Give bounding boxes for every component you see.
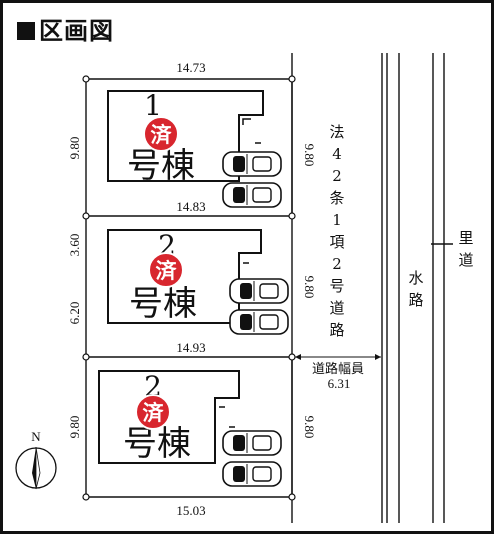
road-label: 法 4 2 条 1 項 2 号道路	[329, 123, 344, 339]
lot-3-bottom-width: 15.03	[176, 503, 205, 518]
lot-3-sold-stamp-icon	[135, 394, 171, 430]
dimensions: 14.73 14.83 14.93 15.03 9.80 3.60 6.20 9…	[67, 60, 317, 518]
lot-1-label: 1 号棟 済	[127, 89, 195, 186]
lot-1-road-depth: 9.80	[302, 144, 317, 167]
title-square-icon	[17, 22, 35, 40]
lot-2-depth-top: 3.60	[67, 234, 82, 257]
lot-3-top-width: 14.93	[176, 340, 205, 355]
lot-2-depth-bottom: 6.20	[67, 302, 82, 325]
road-label-char: 道	[329, 299, 344, 317]
road-label-char: 号	[329, 277, 344, 295]
lot-3-label: 2 号棟 済	[123, 370, 191, 464]
road-label-char: 4	[332, 145, 342, 163]
lot-1-number: 1	[144, 89, 162, 122]
boundary-points	[82, 75, 296, 501]
road-label-char: 条	[329, 189, 344, 207]
lot-3-road-depth: 9.80	[302, 416, 317, 439]
lot-2-label: 2 号棟 済	[129, 229, 197, 324]
road-label-char: 2	[332, 255, 342, 273]
road-width-value: 6.31	[328, 376, 351, 391]
lot-3-suffix: 号棟	[123, 424, 191, 464]
lot-1-suffix: 号棟	[127, 146, 195, 186]
parking-cars	[222, 151, 289, 487]
road-width-arrow-left-icon	[295, 354, 301, 360]
road-label-char: 2	[332, 167, 342, 185]
compass-label: N	[31, 429, 41, 444]
lot-1-top-width: 14.73	[176, 60, 205, 75]
plan-title: 区画図	[17, 11, 114, 46]
waterway-label: 水路	[408, 269, 423, 309]
road-label-char: 1	[332, 211, 342, 229]
lot-1-sold-stamp-icon	[143, 116, 179, 152]
road-width-arrow-right-icon	[375, 354, 381, 360]
lot-2-suffix: 号棟	[129, 284, 197, 324]
lot-2-top-width: 14.83	[176, 199, 205, 214]
road-label-char: 項	[329, 233, 344, 251]
village-road-label-char: 里	[458, 229, 473, 247]
lot-3-stamp-text: 済	[143, 401, 165, 425]
site-plan-drawing: 1 号棟 済 2 号棟 済 2 号棟 済 14.73 14.83 14.93 1…	[15, 53, 474, 523]
lot-1-stamp-text: 済	[151, 123, 173, 147]
lot-2-sold-stamp-icon	[148, 252, 184, 288]
village-road-label: 里道	[458, 229, 473, 269]
village-road-label-char: 道	[458, 251, 473, 269]
lot-3-depth: 9.80	[67, 416, 82, 439]
lot-2-stamp-text: 済	[156, 259, 178, 283]
lot-2-road-depth: 9.80	[302, 276, 317, 299]
entrance-markers	[219, 118, 261, 428]
road-label-char: 路	[329, 321, 344, 339]
waterway-label-char: 路	[408, 291, 423, 309]
road-width-label: 道路幅員	[312, 361, 364, 376]
lot-1-depth: 9.80	[67, 137, 82, 160]
plan-title-text: 区画図	[39, 17, 114, 45]
north-compass-icon: N	[15, 429, 57, 490]
road-label-char: 法	[329, 123, 344, 141]
waterway-label-char: 水	[408, 269, 423, 287]
